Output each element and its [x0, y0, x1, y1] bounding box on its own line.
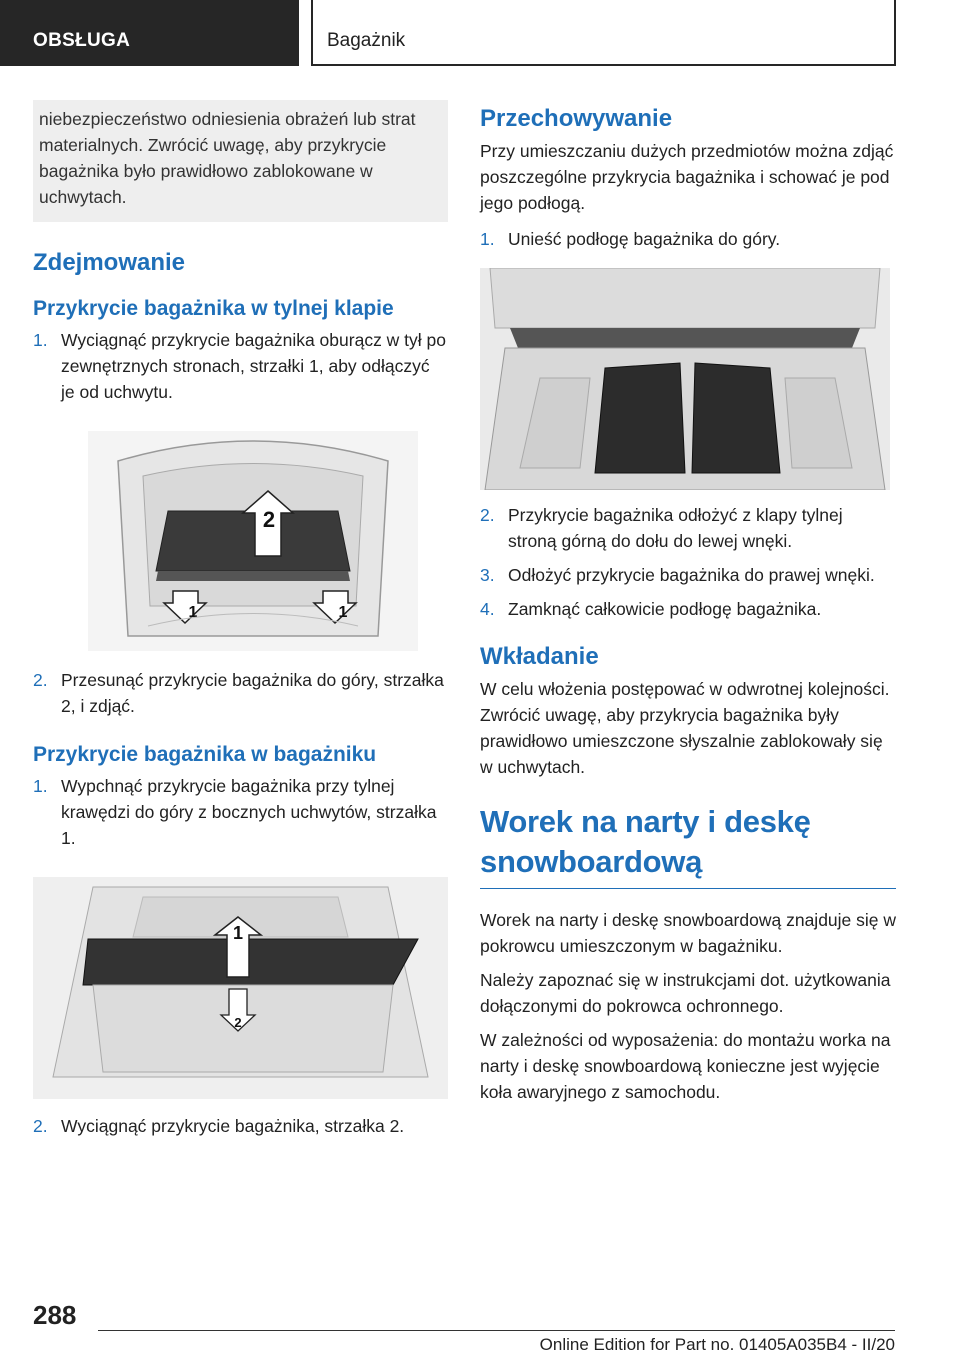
step-text: Zamknąć całkowicie podłogę bagażnika.: [508, 599, 822, 619]
footer-rule: [98, 1330, 895, 1331]
trunk-floor-illustration: [480, 268, 890, 490]
step-text: Przykrycie bagażnika odłożyć z klapy tyl…: [508, 505, 843, 551]
section-title: OBSŁUGA: [33, 30, 131, 51]
warning-box: niebezpieczeństwo odniesienia obrażeń lu…: [33, 100, 448, 222]
step: 1. Wypchnąć przykrycie bagażnika przy ty…: [33, 773, 448, 851]
heading-storage: Przechowywanie: [480, 105, 673, 132]
step-text: Unieść podłogę bagażnika do góry.: [508, 229, 781, 249]
right-column: Przechowywanie Przy umieszczaniu dużych …: [480, 100, 896, 1105]
section-tab: OBSŁUGA: [0, 0, 299, 66]
heading-insert: Wkładanie: [480, 643, 599, 670]
storage-text: Przy umieszczaniu dużych przedmiotów moż…: [480, 141, 894, 213]
heading-remove: Zdejmowanie: [33, 249, 186, 276]
warning-text: niebezpieczeństwo odniesienia obrażeń lu…: [39, 109, 416, 207]
figure-label: 2: [263, 507, 275, 532]
step-text: Przesunąć przykrycie bagażnika do góry, …: [61, 670, 444, 716]
figure-trunk-cover: 1 2: [33, 877, 448, 1099]
step-number: 2.: [480, 505, 495, 525]
step: 2. Wyciągnąć przykrycie bagażnika, strza…: [33, 1113, 448, 1139]
page-number: 288: [33, 1300, 77, 1330]
step-number: 3.: [480, 565, 495, 585]
step-number: 1.: [33, 776, 48, 796]
step-text: Wypchnąć przykrycie bagażnika przy tylne…: [61, 776, 437, 848]
step-text: Wyciągnąć przykrycie bagażnika oburącz w…: [61, 330, 447, 402]
subheading-tailgate-cover: Przykrycie bagażnika w tylnej klapie: [33, 297, 394, 320]
step: 1. Unieść podłogę bagażnika do góry.: [480, 226, 896, 252]
insert-text: W celu włożenia postępować w odwrotnej k…: [480, 679, 890, 777]
figure-label: 2: [234, 1015, 241, 1030]
step-text: Wyciągnąć przykrycie bagażnika, strzałka…: [61, 1116, 405, 1136]
trunk-illustration: 1 2: [33, 877, 448, 1099]
subheading-trunk-cover: Przykrycie bagażnika w bagażniku: [33, 743, 377, 766]
step: 3. Odłożyć przykrycie bagażnika do prawe…: [480, 562, 896, 588]
figure-label: 1: [189, 604, 198, 621]
heading-ski-bag: Worek na narty i deskę snowboardową: [480, 802, 896, 889]
edition-note: Online Edition for Part no. 01405A035B4 …: [539, 1335, 895, 1354]
left-column: niebezpieczeństwo odniesienia obrażeń lu…: [33, 100, 448, 1139]
step: 2. Przykrycie bagażnika odłożyć z klapy …: [480, 502, 896, 554]
step: 4. Zamknąć całkowicie podłogę bagażnika.: [480, 596, 896, 622]
step: 2. Przesunąć przykrycie bagażnika do gór…: [33, 667, 448, 719]
tailgate-illustration: 2 1 1: [117, 440, 389, 637]
step-number: 2.: [33, 1116, 48, 1136]
figure-label: 1: [233, 923, 243, 943]
step-number: 1.: [480, 229, 495, 249]
figure-label: 1: [339, 604, 348, 621]
ski-bag-text: Worek na narty i deskę snowboardową znaj…: [480, 910, 897, 956]
figure-tailgate-cover: 2 1 1: [88, 431, 418, 651]
chapter-header: Bagażnik: [311, 0, 896, 66]
ski-bag-text: W zależności od wyposażenia: do montażu …: [480, 1030, 891, 1102]
figure-trunk-floor: [480, 268, 890, 490]
step-number: 4.: [480, 599, 495, 619]
ski-bag-text: Należy zapoznać się w instrukcjami dot. …: [480, 970, 891, 1016]
step-number: 1.: [33, 330, 48, 350]
chapter-title: Bagażnik: [327, 30, 406, 51]
step-number: 2.: [33, 670, 48, 690]
step: 1. Wyciągnąć przykrycie bagażnika oburąc…: [33, 327, 448, 405]
step-text: Odłożyć przykrycie bagażnika do prawej w…: [508, 565, 875, 585]
